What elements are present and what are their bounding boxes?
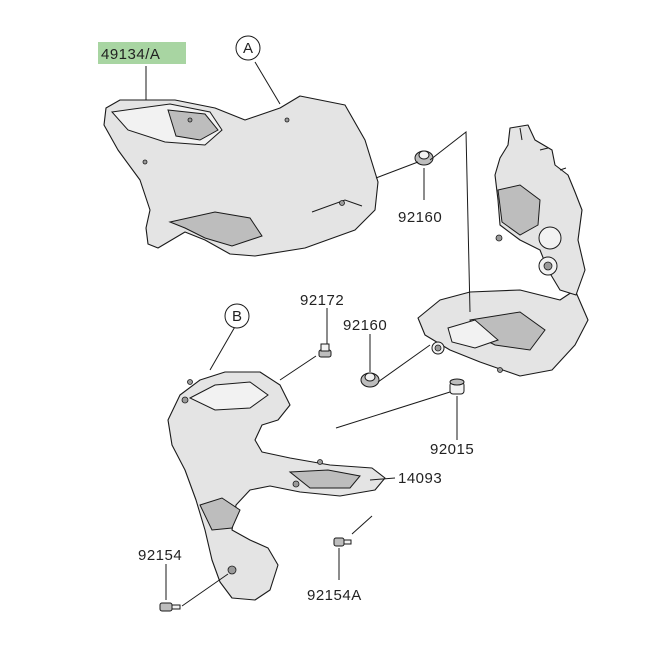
grommet-upper-part <box>414 150 434 166</box>
screw-left-part <box>159 602 181 612</box>
headlight-fairing-assembly <box>417 124 589 377</box>
grommet-lower-part <box>360 372 380 388</box>
part-number-14093[interactable]: 14093 <box>398 470 442 487</box>
part-number-92154[interactable]: 92154 <box>138 547 182 564</box>
part-number-92015[interactable]: 92015 <box>430 441 474 458</box>
part-number-92154a[interactable]: 92154A <box>307 587 362 604</box>
leader-lines <box>145 61 471 607</box>
lower-cover-part <box>167 371 386 601</box>
part-number-92160-lower[interactable]: 92160 <box>343 317 387 334</box>
callout-a: A <box>235 35 261 61</box>
part-number-49134-a[interactable]: 49134/A <box>101 46 160 63</box>
collar-part <box>449 378 465 395</box>
upper-cowl-part <box>103 95 379 257</box>
callout-b-label: B <box>232 308 242 325</box>
screw-right-part <box>333 537 352 547</box>
callout-b: B <box>224 303 250 329</box>
bolt-upper-part <box>318 343 332 358</box>
part-number-highlight <box>98 42 186 64</box>
callout-a-label: A <box>243 40 253 57</box>
part-number-92160-upper[interactable]: 92160 <box>398 209 442 226</box>
part-number-92172[interactable]: 92172 <box>300 292 344 309</box>
